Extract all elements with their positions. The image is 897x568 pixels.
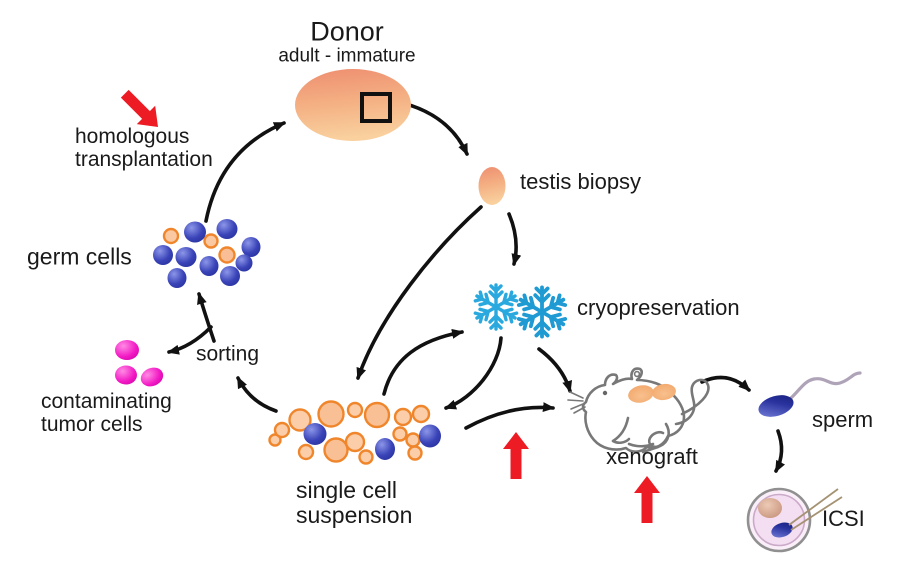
- sorting-label: sorting: [196, 342, 260, 366]
- single-cell-line2: suspension: [296, 501, 413, 528]
- arrow-sorting-to-germcells: [197, 292, 216, 343]
- needle-icon: [788, 488, 843, 531]
- donor-sublabel: adult - immature: [278, 45, 416, 67]
- single-cell-suspension-label: single cell suspension: [296, 478, 412, 528]
- sperm-label: sperm: [812, 407, 874, 433]
- testis-biopsy-label: testis biopsy: [520, 169, 642, 195]
- arrow-cryo-to-suspension: [444, 336, 503, 410]
- arrow-sperm-to-icsi: [774, 429, 786, 473]
- single-cell-line1: single cell: [296, 477, 397, 503]
- cryopreservation-label: cryopreservation: [577, 295, 740, 321]
- xenograft-tissue-ovals: [628, 383, 676, 403]
- contaminating-tumor-cells-label: contaminating tumor cells: [41, 390, 172, 436]
- arrow-suspension-to-xenograft: [464, 402, 555, 430]
- red-arrow-suspension-route: [503, 432, 529, 479]
- tumor-label-line1: contaminating: [41, 390, 172, 413]
- donor-gonad-shape: [295, 69, 411, 141]
- arrow-suspension-to-cryo: [382, 328, 464, 396]
- tumor-label-line2: tumor cells: [41, 412, 143, 436]
- arrow-biopsy-to-suspension: [356, 205, 483, 380]
- icsi-egg-icon: [746, 487, 843, 553]
- donor-label: Donor: [310, 16, 384, 47]
- xenograft-label: xenograft: [606, 444, 698, 470]
- biopsy-site-square: [360, 92, 392, 123]
- icsi-label: ICSI: [822, 506, 865, 532]
- germ-cells-cluster: [153, 219, 261, 288]
- sperm-icon: [758, 371, 862, 417]
- snowflake-icon: [474, 285, 518, 329]
- single-cell-suspension-cluster: [268, 400, 441, 465]
- arrow-sorting-to-tumorcells: [167, 325, 213, 355]
- snowflake-icon: [517, 287, 566, 336]
- homologous-line2: transplantation: [75, 147, 213, 171]
- arrow-biopsy-to-cryo: [507, 212, 522, 266]
- arrow-suspension-to-sorting: [236, 376, 278, 413]
- tumor-cells-cluster: [115, 340, 164, 387]
- homologous-line1: homologous: [75, 125, 190, 148]
- red-arrow-xenograft: [634, 476, 660, 523]
- germ-cells-label: germ cells: [27, 243, 132, 270]
- mouse-icon: [567, 367, 710, 454]
- cryopreservation-icons: [474, 285, 567, 337]
- arrow-cryo-to-xenograft: [537, 347, 572, 393]
- homologous-transplantation-label: homologous transplantation: [75, 125, 213, 171]
- biopsy-tissue-shape: [478, 167, 506, 205]
- arrow-germcells-to-donor: [204, 121, 286, 223]
